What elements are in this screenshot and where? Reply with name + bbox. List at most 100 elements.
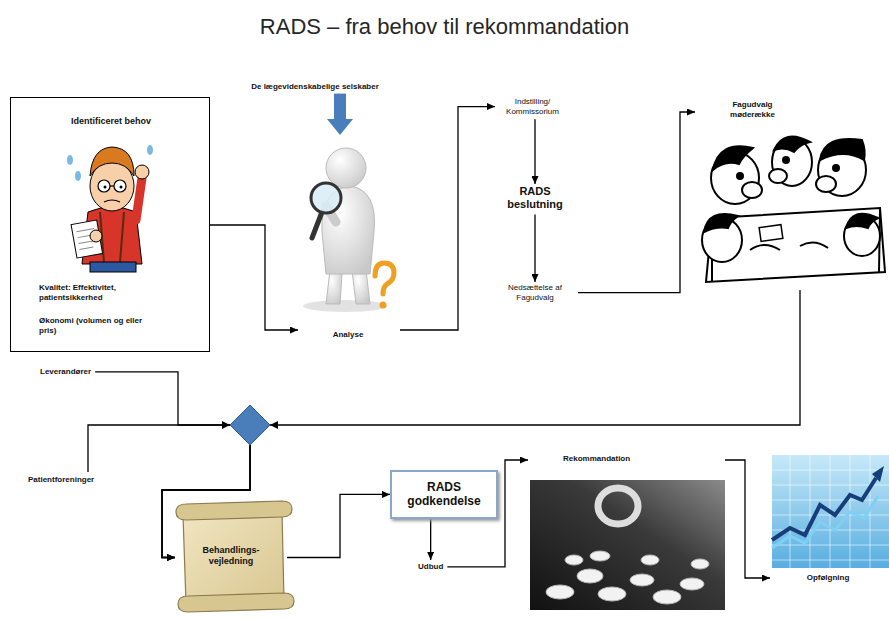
analysis-figure-illustration xyxy=(303,148,394,312)
meeting-cartoon-illustration xyxy=(783,157,789,163)
tender-label: Udbud xyxy=(418,562,443,572)
worried-man-illustration xyxy=(71,220,103,258)
worried-man-illustration xyxy=(67,155,73,165)
worried-man-illustration xyxy=(135,165,149,179)
meeting-cartoon-illustration xyxy=(742,182,762,198)
node-text: Leverandører xyxy=(40,367,91,377)
connector-arrow xyxy=(534,119,535,184)
guideline-scroll: Behandlings- vejledning xyxy=(175,505,287,610)
process-step: Nedsættelse af Fagudvalg xyxy=(495,283,575,302)
node-text: RADS beslutning xyxy=(495,185,575,211)
meeting-cartoon-illustration xyxy=(833,165,839,171)
node-text: Rekommandation xyxy=(563,454,683,464)
analysis-figure-illustration xyxy=(375,263,394,294)
rising-chart-picture xyxy=(872,466,884,482)
merge-diamond xyxy=(222,405,278,445)
pills-photo xyxy=(590,551,610,561)
node-text: Nedsættelse af Fagudvalg xyxy=(495,283,575,302)
connector-arrow xyxy=(578,112,695,293)
pills-photo xyxy=(565,555,583,565)
analysis-figure-illustration xyxy=(303,300,387,312)
worried-man-illustration xyxy=(80,247,94,249)
worried-man-illustration xyxy=(76,229,94,232)
worried-man-illustration xyxy=(71,220,103,258)
worried-man-illustration xyxy=(120,212,124,262)
meeting-cartoon-illustration xyxy=(713,146,753,170)
worried-man-illustration xyxy=(120,186,123,189)
worried-man-illustration xyxy=(104,200,120,202)
input-label: Leverandører xyxy=(40,367,91,377)
node-text: Udbud xyxy=(418,562,443,572)
need-box: Identificeret behovKvalitet: Effektivite… xyxy=(10,97,210,352)
worried-man-illustration xyxy=(90,147,134,176)
pills-photo xyxy=(577,569,603,583)
pills-photo xyxy=(530,480,725,610)
approval-box: RADS godkendelse xyxy=(390,470,498,519)
meeting-cartoon-illustration xyxy=(846,214,878,228)
rising-chart-picture xyxy=(772,478,876,540)
meeting-cartoon-illustration xyxy=(759,225,783,242)
worried-man-illustration xyxy=(114,180,126,192)
connector-arrow xyxy=(287,494,390,557)
society-label: De lægevidenskabelige selskaber xyxy=(250,82,380,92)
pills-photo xyxy=(546,585,574,599)
connector-arrow xyxy=(534,214,535,282)
pills-photo xyxy=(641,555,659,565)
meeting-cartoon-illustration xyxy=(737,173,743,179)
connector-arrow xyxy=(430,519,431,560)
rising-chart-picture xyxy=(772,496,878,548)
worried-man-illustration xyxy=(136,178,142,220)
meeting-cartoon-illustration xyxy=(750,242,828,250)
scroll-illustration xyxy=(176,501,294,612)
pills-photo xyxy=(691,559,709,569)
worried-man-illustration xyxy=(110,185,114,186)
worried-man-illustration xyxy=(67,145,153,272)
scroll-illustration xyxy=(176,501,292,520)
worried-man-illustration xyxy=(104,186,107,189)
node-text: Analyse xyxy=(298,330,398,340)
pills-photo xyxy=(530,480,725,610)
worried-man-illustration xyxy=(90,262,136,272)
pills-photo xyxy=(653,590,681,604)
node-text: Indstilling/ Kommissorium xyxy=(495,97,570,116)
recommendation-node: Rekommandation xyxy=(528,450,725,612)
worried-man-illustration xyxy=(147,145,153,155)
merge-diamond xyxy=(222,421,230,429)
worried-man-illustration xyxy=(90,230,102,242)
meeting-cartoon-illustration xyxy=(769,169,787,183)
rising-chart-picture xyxy=(772,455,889,568)
merge-diamond xyxy=(270,421,278,429)
input-label: Patientforeninger xyxy=(28,475,94,485)
node-text: Opfølgning xyxy=(788,573,868,583)
analysis-figure-illustration xyxy=(311,183,341,213)
pills-photo xyxy=(630,574,654,586)
follow-up-node: Opfølgning xyxy=(770,455,889,590)
pills-photo xyxy=(598,488,638,524)
node-text: Identificeret behov xyxy=(66,116,156,127)
rising-chart-picture xyxy=(772,455,889,568)
node-text: Fagudvalg møderække xyxy=(715,100,790,119)
worried-man-illustration xyxy=(75,171,81,181)
connector-arrow xyxy=(725,460,770,578)
worried-man-illustration xyxy=(98,180,110,192)
connector-arrow xyxy=(400,107,495,330)
meeting-cartoon-illustration xyxy=(816,176,836,192)
analysis-figure-illustration xyxy=(380,302,387,309)
analysis-node: Analyse xyxy=(298,135,400,345)
merge-diamond xyxy=(230,405,270,445)
pills-photo xyxy=(680,578,704,590)
pills-photo xyxy=(546,551,709,604)
node-text: Behandlings- vejledning xyxy=(181,545,281,567)
analysis-figure-illustration xyxy=(312,212,322,238)
meeting-cartoon-illustration xyxy=(704,214,738,232)
meeting-node: Fagudvalg møderække xyxy=(695,100,885,290)
meeting-cartoon-illustration xyxy=(820,139,865,160)
analysis-figure-illustration xyxy=(352,270,370,304)
meeting-cartoon-illustration xyxy=(774,137,810,152)
pills-photo xyxy=(598,587,626,601)
analysis-figure-illustration xyxy=(326,148,366,188)
